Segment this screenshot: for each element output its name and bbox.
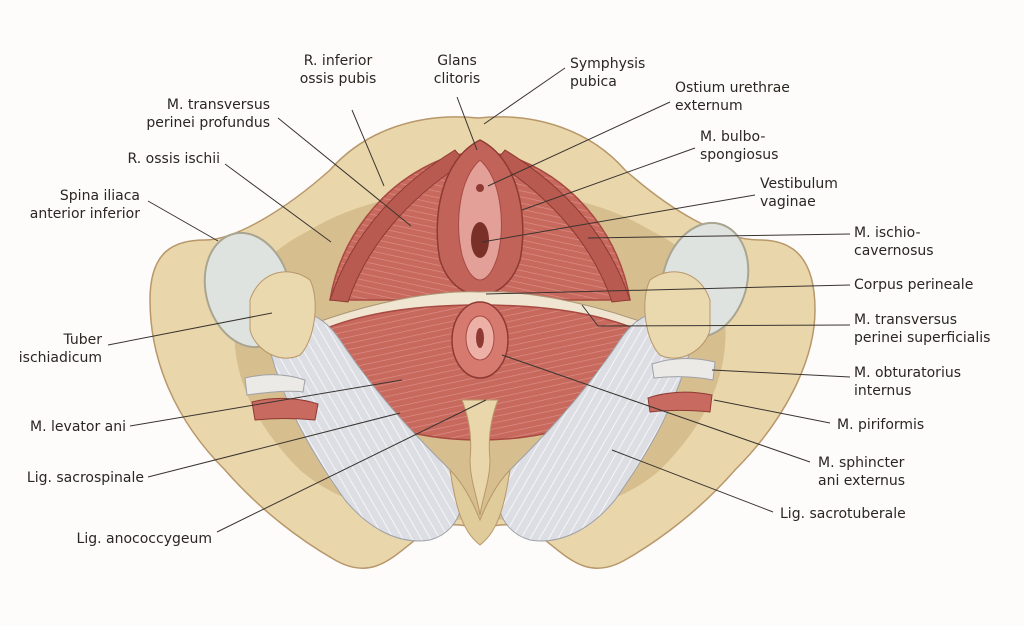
label-line: Lig. anococcygeum — [76, 531, 212, 547]
label-piriformis: M. piriformis — [837, 416, 924, 434]
label-line: ischiadicum — [18, 350, 102, 366]
label-line: Lig. sacrotuberale — [780, 506, 906, 522]
label-line: M. transversus — [166, 97, 270, 113]
label-ostium-urethrae: Ostium urethrae externum — [675, 79, 790, 115]
label-obturatorius-internus: M. obturatorius internus — [854, 364, 961, 400]
label-line: M. obturatorius — [854, 365, 961, 381]
label-line: M. levator ani — [30, 419, 126, 435]
label-line: pubica — [570, 74, 617, 90]
label-anococcygeum: Lig. anococcygeum — [20, 530, 212, 548]
label-line: spongiosus — [700, 147, 779, 163]
label-line: anterior inferior — [29, 206, 140, 222]
leader-lines — [107, 67, 851, 533]
label-levator-ani: M. levator ani — [10, 418, 126, 436]
label-line: Lig. sacrospinale — [26, 470, 144, 486]
label-line: Tuber — [63, 332, 102, 348]
label-line: externum — [675, 98, 743, 114]
label-symphysis-pubica: Symphysis pubica — [570, 55, 645, 91]
label-corpus-perineale: Corpus perineale — [854, 276, 973, 294]
label-ischiocavernosus: M. ischio- cavernosus — [854, 224, 934, 260]
label-line: M. ischio- — [854, 225, 921, 241]
label-r-ossis-ischii: R. ossis ischii — [100, 150, 220, 168]
label-line: Ostium urethrae — [675, 80, 790, 96]
label-line: perinei profundus — [146, 115, 270, 131]
label-line: Glans — [437, 53, 477, 69]
label-spina-iliaca: Spina iliaca anterior inferior — [10, 187, 140, 223]
label-sacrotuberale: Lig. sacrotuberale — [780, 505, 906, 523]
label-line: clitoris — [433, 71, 481, 87]
label-line: R. ossis ischii — [127, 151, 220, 167]
label-line: vaginae — [760, 194, 816, 210]
label-r-inferior-ossis-pubis: R. inferior ossis pubis — [292, 52, 384, 88]
label-sacrospinale: Lig. sacrospinale — [10, 469, 144, 487]
label-line: Corpus perineale — [854, 277, 974, 293]
label-sphincter-ani: M. sphincter ani externus — [818, 454, 905, 490]
label-line: cavernosus — [854, 243, 934, 259]
label-line: Vestibulum — [760, 176, 838, 192]
label-line: ani externus — [818, 473, 906, 489]
label-bulbospongiosus: M. bulbo- spongiosus — [700, 128, 778, 164]
label-line: M. bulbo- — [700, 129, 766, 145]
label-line: Symphysis — [570, 56, 646, 72]
label-line: ossis pubis — [299, 71, 377, 87]
label-line: perinei superficialis — [854, 330, 991, 346]
label-line: M. piriformis — [837, 417, 925, 433]
label-vestibulum-vaginae: Vestibulum vaginae — [760, 175, 838, 211]
label-line: internus — [854, 383, 912, 399]
label-transversus-profundus: M. transversus perinei profundus — [110, 96, 270, 132]
label-line: M. transversus — [854, 312, 958, 328]
label-tuber-ischiadicum: Tuber ischiadicum — [10, 331, 102, 367]
label-glans-clitoris: Glans clitoris — [422, 52, 492, 88]
label-line: Spina iliaca — [59, 188, 140, 204]
label-line: R. inferior — [303, 53, 373, 69]
label-transversus-superficialis: M. transversus perinei superficialis — [854, 311, 990, 347]
label-line: M. sphincter — [818, 455, 905, 471]
